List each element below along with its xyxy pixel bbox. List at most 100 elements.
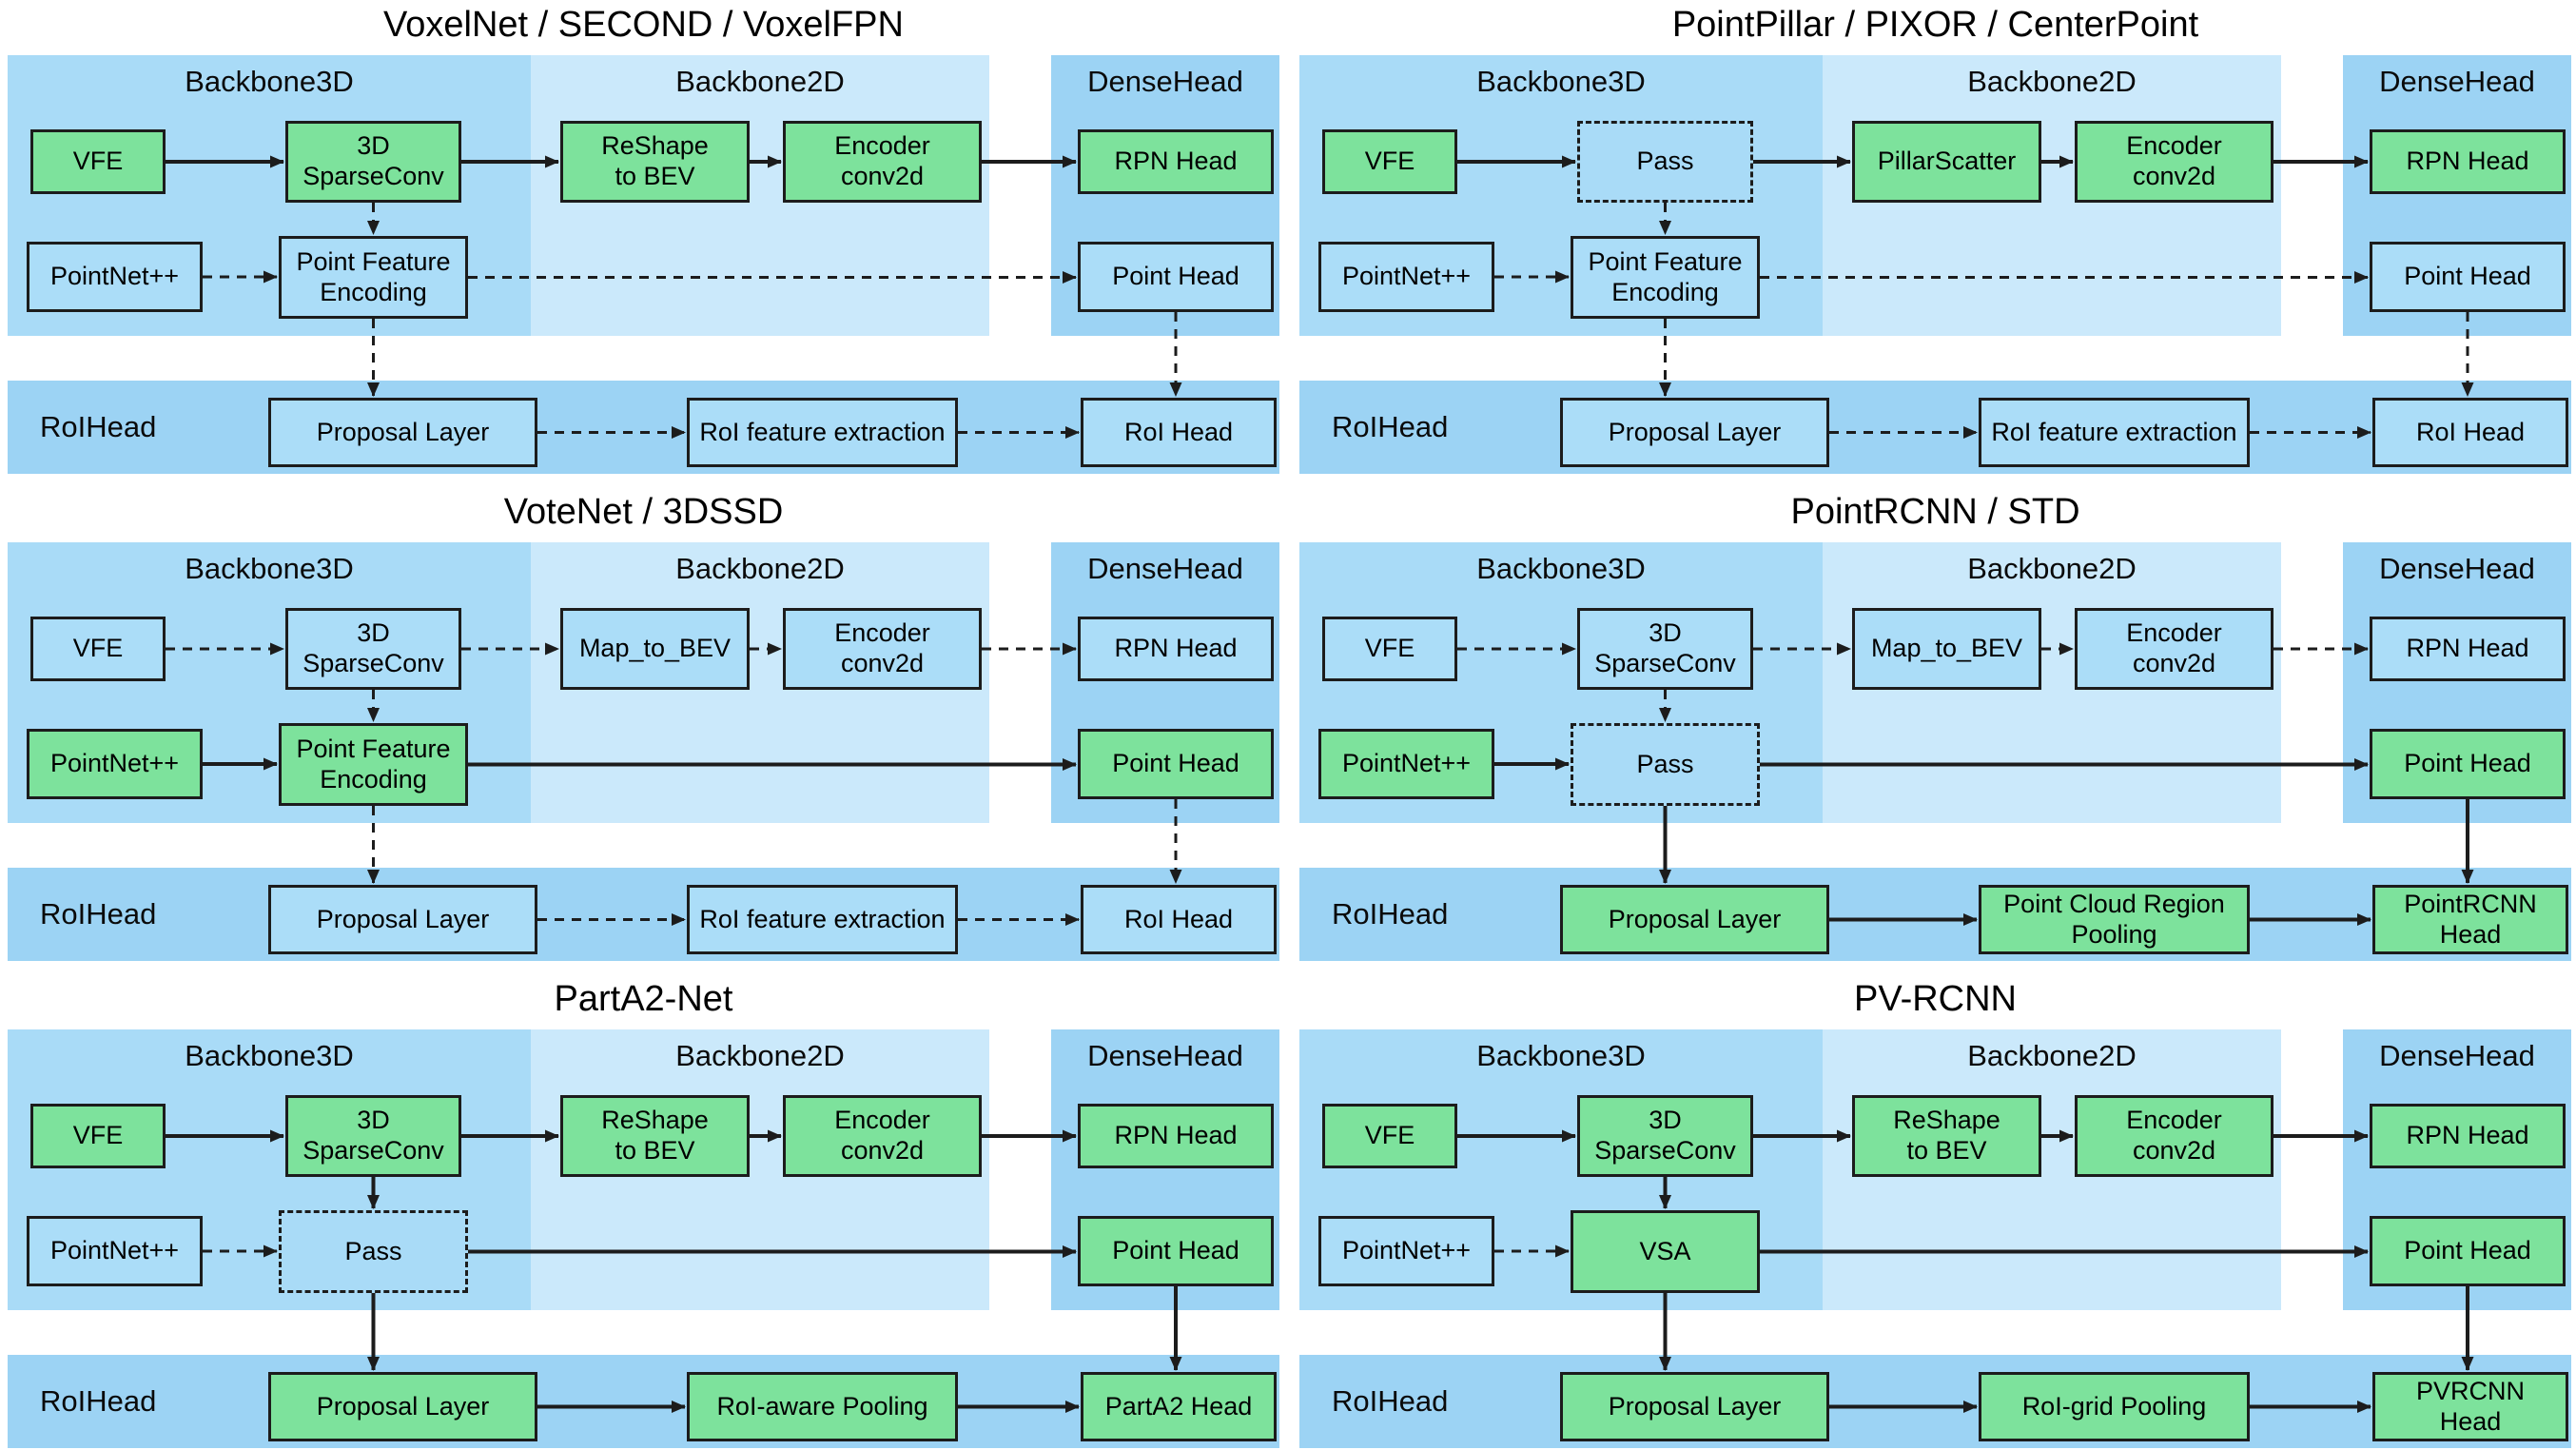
band-label: Backbone3D [1476, 65, 1646, 98]
box-label: PointNet++ [49, 262, 180, 291]
box-encoder-conv2d: Encoder conv2d [783, 121, 982, 203]
box-label: Point Head [2404, 262, 2531, 291]
box-rpn-head: RPN Head [2370, 1104, 2566, 1168]
box-rpn-head: RPN Head [1078, 617, 1274, 681]
box-label: VFE [1364, 634, 1415, 663]
panel-title: VoteNet / 3DSSD [503, 492, 784, 532]
box-label: PVRCNN Head [2415, 1376, 2525, 1436]
box-parta2-head: PartA2 Head [1081, 1372, 1277, 1441]
box-point-head: Point Head [2370, 1216, 2566, 1286]
box-point-head: Point Head [1078, 242, 1274, 312]
box-label: PillarScatter [1877, 147, 2017, 176]
box-label: Pass [1636, 147, 1694, 176]
box-roi-head: RoI Head [1081, 398, 1277, 467]
box-label: RPN Head [1114, 634, 1238, 663]
box-rpn-head: RPN Head [1078, 1104, 1274, 1168]
band-label: DenseHead [2379, 552, 2535, 585]
box-label: Point Head [1112, 749, 1239, 778]
box-rpn-head: RPN Head [2370, 617, 2566, 681]
box-3d-sparseconv: 3D SparseConv [1577, 1095, 1753, 1177]
box-point-head: Point Head [2370, 729, 2566, 799]
box-label: Encoder conv2d [834, 618, 930, 677]
panel-title: PV-RCNN [1853, 979, 2018, 1019]
box-roi-grid-pooling: RoI-grid Pooling [1979, 1372, 2250, 1441]
box-label: Proposal Layer [316, 417, 490, 446]
box-label: PartA2 Head [1104, 1391, 1253, 1421]
roihead-label: RoIHead [40, 410, 157, 443]
box-3d-sparseconv: 3D SparseConv [285, 1095, 461, 1177]
band-label: DenseHead [1087, 65, 1243, 98]
box-pass: Pass [1571, 723, 1760, 806]
arrows-layer [1457, 1129, 2474, 1413]
box-pointnet: PointNet++ [1318, 242, 1494, 312]
band-label: Backbone3D [185, 65, 354, 98]
box-pointnet: PointNet++ [1318, 729, 1494, 799]
box-label: Encoder conv2d [834, 131, 930, 190]
box-3d-sparseconv: 3D SparseConv [285, 121, 461, 203]
box-map-to-bev: Map_to_BEV [560, 608, 750, 690]
box-label: RPN Head [2406, 634, 2529, 663]
box-label: RoI Head [1123, 904, 1234, 933]
box-label: VFE [72, 634, 124, 663]
box-proposal-layer: Proposal Layer [1560, 885, 1829, 954]
box-label: Pass [1636, 749, 1694, 778]
box-label: Point Head [2404, 749, 2531, 778]
box-point-feature-encoding: Point Feature Encoding [279, 723, 468, 806]
box-proposal-layer: Proposal Layer [268, 885, 537, 954]
box-label: Point Feature Encoding [296, 734, 451, 794]
band-label: Backbone2D [1967, 1039, 2137, 1072]
box-label: PointNet++ [1341, 749, 1472, 778]
box-label: Proposal Layer [1608, 1391, 1782, 1421]
band-label: Backbone3D [1476, 1039, 1646, 1072]
box-label: Encoder conv2d [2126, 618, 2222, 677]
box-point-head: Point Head [1078, 729, 1274, 799]
box-pass: Pass [1577, 121, 1753, 203]
box-label: RoI feature extraction [1991, 417, 2237, 446]
band-label: Backbone3D [1476, 552, 1646, 585]
arrows-layer [1457, 155, 2474, 439]
box-label: RoI feature extraction [699, 417, 946, 446]
arrows-layer [1457, 642, 2474, 926]
box-label: PointNet++ [1341, 1236, 1472, 1265]
box-label: Encoder conv2d [834, 1106, 930, 1165]
box-label: Point Cloud Region Pooling [2003, 889, 2225, 949]
box-proposal-layer: Proposal Layer [1560, 1372, 1829, 1441]
box-label: Map_to_BEV [578, 634, 732, 663]
roihead-label: RoIHead [1332, 410, 1449, 443]
box-vfe: VFE [30, 617, 166, 681]
box-label: RoI-aware Pooling [716, 1391, 928, 1421]
box-label: Point Head [1112, 1236, 1239, 1265]
box-label: VFE [1364, 147, 1415, 176]
box-label: RPN Head [1114, 147, 1238, 176]
box-label: Point Feature Encoding [296, 246, 451, 306]
box-label: Encoder conv2d [2126, 1106, 2222, 1165]
box-pvrcnn-head: PVRCNN Head [2372, 1372, 2568, 1441]
box-label: ReShape to BEV [601, 1106, 709, 1165]
box-label: RPN Head [2406, 147, 2529, 176]
panel-title: PointRCNN / STD [1790, 492, 2080, 532]
arrows-layer [166, 155, 1182, 439]
box-label: Map_to_BEV [1870, 634, 2023, 663]
band-label: DenseHead [2379, 65, 2535, 98]
box-label: VFE [1364, 1121, 1415, 1150]
box-roi-feature-extraction: RoI feature extraction [687, 398, 958, 467]
box-pointrcnn-head: PointRCNN Head [2372, 885, 2568, 954]
box-label: PointNet++ [1341, 262, 1472, 291]
roihead-label: RoIHead [40, 897, 157, 931]
box-3d-sparseconv: 3D SparseConv [285, 608, 461, 690]
box-roi-aware-pooling: RoI-aware Pooling [687, 1372, 958, 1441]
box-pointnet: PointNet++ [27, 1216, 203, 1286]
arrows-layer [166, 642, 1182, 926]
box-label: Proposal Layer [316, 904, 490, 933]
box-label: VFE [72, 147, 124, 176]
box-label: RoI Head [2415, 417, 2526, 446]
box-vfe: VFE [1322, 617, 1457, 681]
box-point-head: Point Head [1078, 1216, 1274, 1286]
box-label: 3D SparseConv [302, 131, 444, 190]
box-label: Proposal Layer [1608, 417, 1782, 446]
box-label: Proposal Layer [1608, 904, 1782, 933]
